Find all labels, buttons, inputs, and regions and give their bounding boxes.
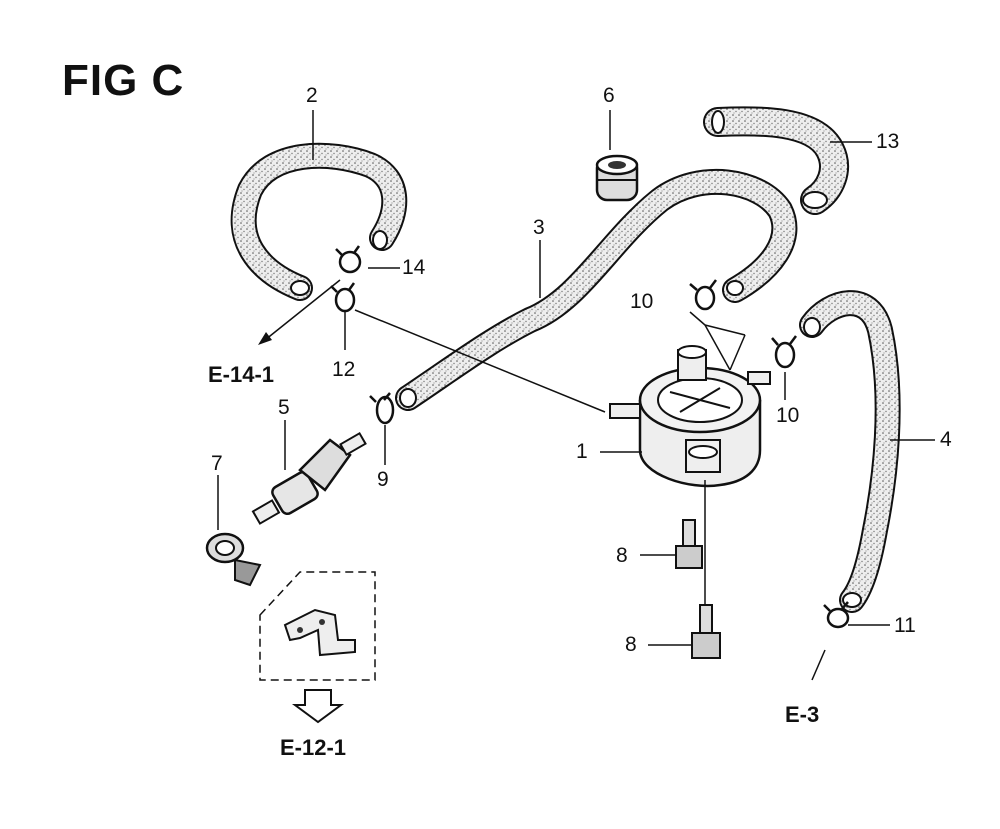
callout-2: 2 <box>306 84 318 107</box>
clamp-12 <box>330 282 356 313</box>
callout-1: 1 <box>576 440 588 463</box>
hose-4 <box>799 290 901 613</box>
callout-3: 3 <box>533 216 545 239</box>
grommet-6 <box>595 154 639 202</box>
callout-10-right: 10 <box>776 404 800 427</box>
clamp-14 <box>335 245 362 274</box>
clamp-10-right <box>771 335 797 369</box>
callout-6: 6 <box>603 84 615 107</box>
callout-8-upper: 8 <box>616 544 628 567</box>
clamp-11 <box>823 601 850 629</box>
arrow-down-icon <box>291 689 345 724</box>
callout-7: 7 <box>211 452 223 475</box>
inline-filter-5 <box>251 431 367 525</box>
arrow-left-icon <box>258 332 272 345</box>
reference-e-14-1: E-14-1 <box>208 362 275 387</box>
callout-14: 14 <box>402 256 426 279</box>
callout-10-upper: 10 <box>630 290 654 313</box>
clamp-9 <box>369 392 395 425</box>
bolt-8-lower <box>691 604 721 659</box>
bolt-8-upper <box>675 519 703 569</box>
bracket-7 <box>205 532 262 587</box>
callout-9: 9 <box>377 468 389 491</box>
callout-5: 5 <box>278 396 290 419</box>
callout-11: 11 <box>894 614 916 637</box>
figure-title: FIG C <box>62 56 185 105</box>
leader-lines <box>217 110 935 681</box>
callout-4: 4 <box>940 428 952 451</box>
clamp-10-upper <box>689 279 717 311</box>
reference-e-12-1: E-12-1 <box>280 735 347 760</box>
hose-13 <box>703 106 849 215</box>
callout-8-lower: 8 <box>625 633 637 656</box>
hose-2 <box>230 142 408 301</box>
reference-e-3: E-3 <box>785 702 820 727</box>
callout-12: 12 <box>332 358 356 381</box>
hose-3 <box>395 168 798 411</box>
fuel-filter-1 <box>609 345 771 488</box>
callout-13: 13 <box>876 130 900 153</box>
bracket-detail-box <box>259 571 376 681</box>
